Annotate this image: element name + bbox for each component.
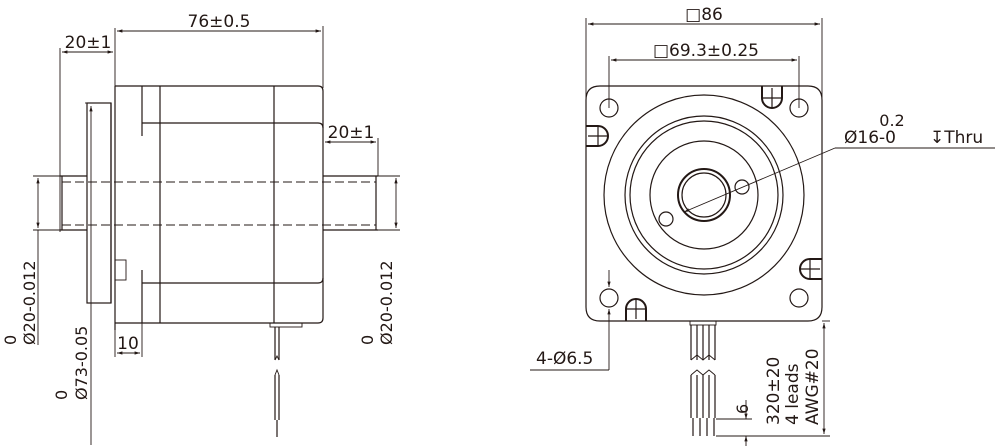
bolt-pattern-label: □69.3±0.25 <box>653 41 759 61</box>
screw-icon <box>761 86 783 109</box>
bore-depth-label: ↧Thru <box>930 128 983 148</box>
mounting-holes-label: 4-Ø6.5 <box>536 349 593 369</box>
mount-hole <box>599 288 619 308</box>
front-view: □86 □69.3±0.25 <box>530 5 995 446</box>
strip-length-label: 6 <box>733 404 752 414</box>
screw-icon <box>625 298 647 321</box>
front-shaft-length-label: 20±1 <box>328 123 375 143</box>
front-shaft-diameter-label: Ø20-0.012 <box>377 260 396 345</box>
rear-shaft-length-label: 20±1 <box>65 33 112 53</box>
lead-wires <box>690 325 716 436</box>
lead-length-label: 320±20 <box>764 357 784 425</box>
pilot-diameter-label: Ø73-0.05 <box>72 326 91 400</box>
bore-diameter-label: Ø16-0 <box>844 128 896 148</box>
rear-shaft-tol: 0 <box>1 335 20 345</box>
side-view: 76±0.5 20±1 20±1 <box>1 12 400 445</box>
mount-hole <box>789 288 809 308</box>
lead-gauge-label: AWG#20 <box>803 348 823 425</box>
mount-hole <box>599 98 619 118</box>
screw-icon <box>586 125 609 147</box>
body-square-label: □86 <box>685 5 723 25</box>
bore-tol: 0.2 <box>879 111 904 130</box>
screw-icon <box>799 258 822 280</box>
overall-length-label: 76±0.5 <box>188 12 251 32</box>
pilot-depth-label: 10 <box>117 334 139 354</box>
front-shaft-tol: 0 <box>358 335 377 345</box>
rear-shaft-diameter-label: Ø20-0.012 <box>20 260 39 345</box>
lead-count-label: 4 leads <box>783 363 803 425</box>
mount-hole <box>789 98 809 118</box>
pilot-tol: 0 <box>52 390 71 400</box>
